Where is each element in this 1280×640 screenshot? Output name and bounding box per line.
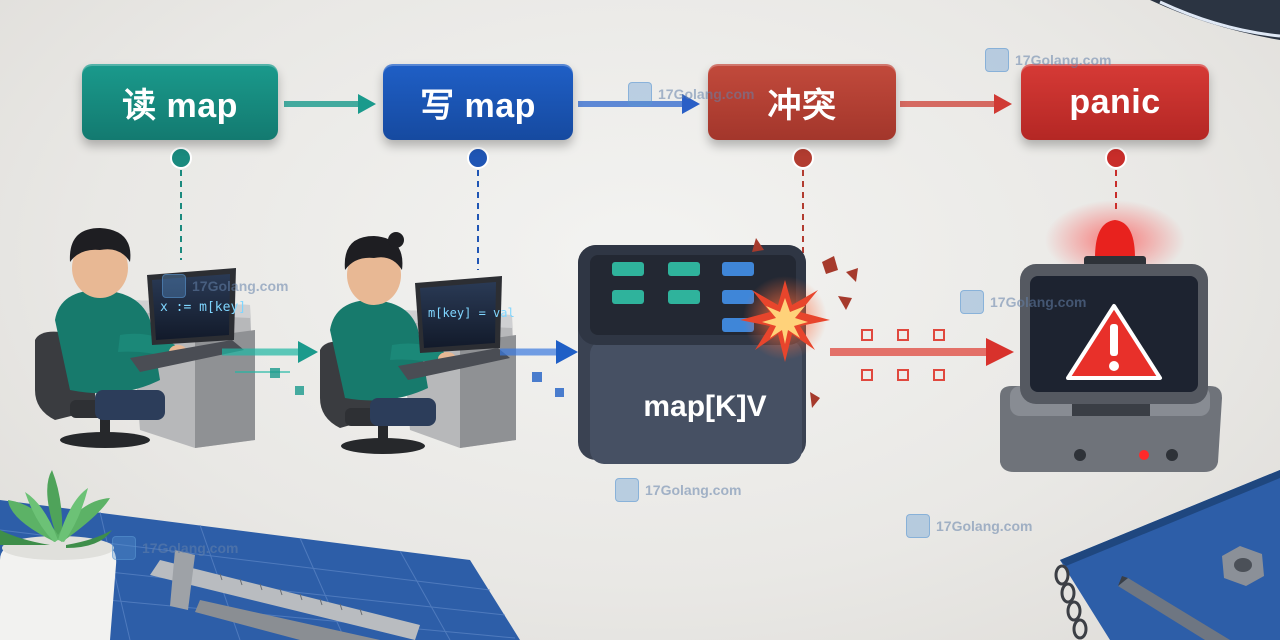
step-write-map: 写 map: [383, 64, 573, 140]
watermark: 17Golang.com: [906, 514, 1032, 538]
step-read-map: 读 map: [82, 64, 278, 140]
timeline-node-conflict: [793, 148, 813, 168]
writer-code: m[key] = val: [428, 306, 515, 320]
step-read-map-label: 读 map: [122, 78, 238, 127]
arrow-conflict-to-panic: [900, 94, 1012, 114]
watermark-logo-icon: [960, 290, 984, 314]
watermark-logo-icon: [615, 478, 639, 502]
data-flow-panic: [830, 330, 1014, 380]
watermark: 17Golang.com: [112, 536, 238, 560]
watermark: 17Golang.com: [985, 48, 1111, 72]
watermark-logo-icon: [985, 48, 1009, 72]
arrow-read-to-write: [284, 94, 376, 114]
step-panic: panic: [1021, 64, 1209, 140]
timeline-node-read: [171, 148, 191, 168]
timeline-node-panic: [1106, 148, 1126, 168]
step-panic-label: panic: [1069, 83, 1160, 122]
writer-workstation: [320, 232, 516, 454]
map-box-label: map[K]V: [600, 390, 810, 424]
panic-monitor: [1000, 200, 1222, 472]
watermark-logo-icon: [906, 514, 930, 538]
watermark-logo-icon: [112, 536, 136, 560]
watermark: 17Golang.com: [615, 478, 741, 502]
watermark-logo-icon: [162, 274, 186, 298]
plant: [0, 470, 116, 640]
step-write-map-label: 写 map: [420, 78, 536, 127]
notebook: [1056, 470, 1280, 640]
watermark-logo-icon: [628, 82, 652, 106]
reader-code: x := m[key]: [160, 300, 246, 315]
watermark: 17Golang.com: [960, 290, 1086, 314]
watermark: 17Golang.com: [162, 274, 288, 298]
step-conflict-label: 冲突: [768, 78, 837, 127]
reader-workstation: [35, 228, 255, 448]
timeline-node-write: [468, 148, 488, 168]
watermark: 17Golang.com: [628, 82, 754, 106]
